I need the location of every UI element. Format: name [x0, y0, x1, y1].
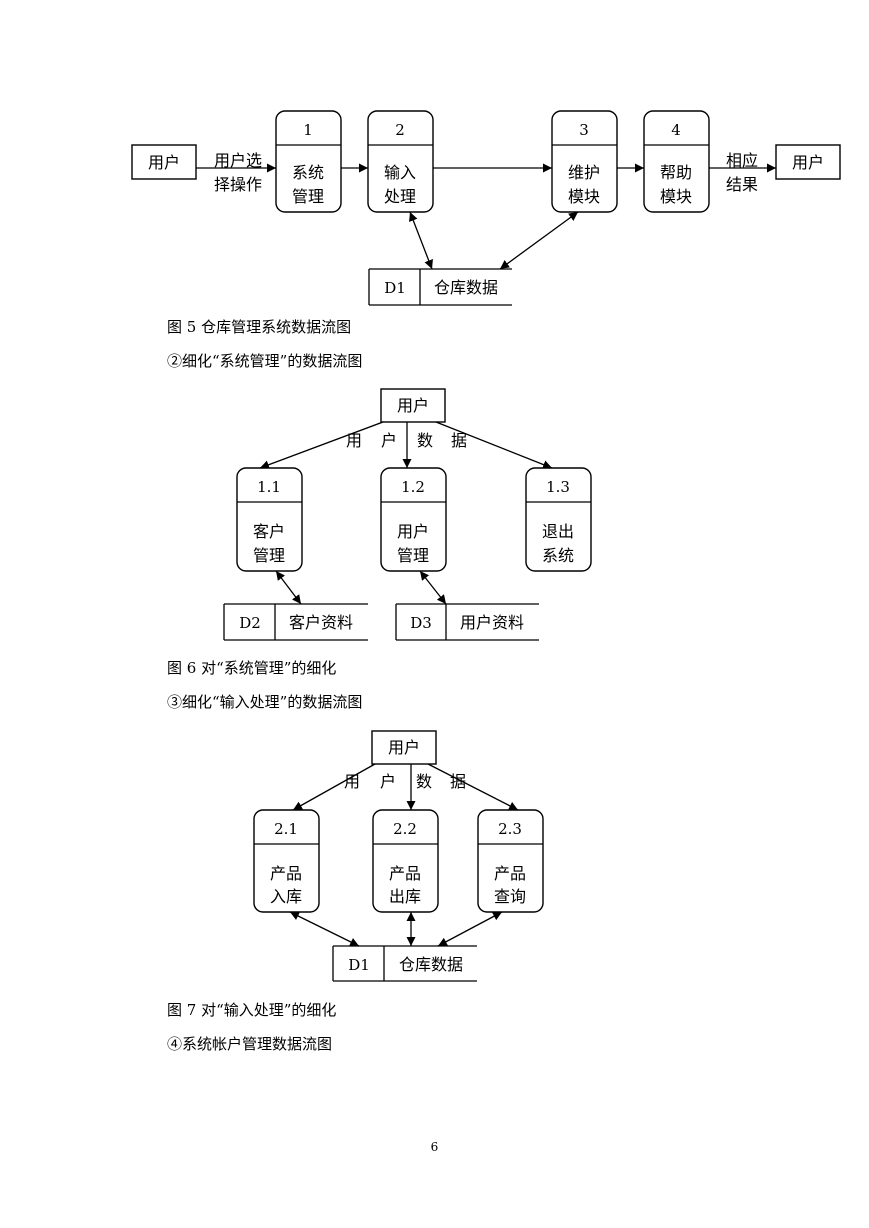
process-3-label-1: 维护 [568, 163, 600, 182]
flow-user-to-p23 [427, 763, 519, 811]
process-3-label-2: 模块 [568, 187, 600, 206]
flow-label-result-1: 相应 [726, 151, 758, 170]
datastore-d3: D3 用户资料 [395, 603, 539, 641]
process-3 [551, 110, 618, 213]
datastore-d2-name: 客户资料 [289, 613, 353, 632]
flow-p2-datastore [409, 211, 433, 270]
page-number: 6 [430, 1140, 439, 1154]
section-heading-2: ②细化“系统管理”的数据流图 [167, 352, 363, 370]
process-4 [643, 110, 710, 213]
entity-user-right-label: 用户 [792, 153, 824, 172]
figure-5: 用户 用户选 择操作 1 系统 管理 2 输入 处理 3 维护 模块 4 帮助 … [131, 110, 841, 306]
flow-label-char-2: 户 [381, 431, 397, 450]
process-2-2 [372, 809, 439, 913]
flow-p11-datastore [275, 570, 302, 605]
flow-label-user-data: 用 户 数 据 [346, 431, 467, 450]
process-2-1 [253, 809, 320, 913]
process-2-3-label-1: 产品 [494, 864, 526, 883]
flow-label-select-op-1: 用户选 [214, 151, 262, 170]
entity-user-label: 用户 [397, 396, 429, 415]
process-2-2-number: 2.2 [393, 820, 417, 838]
flow-user-to-p13 [435, 421, 553, 469]
flow-p12-datastore [419, 570, 447, 605]
process-2-number: 2 [395, 121, 405, 139]
flow-p23-datastore [437, 911, 503, 947]
process-2-3 [477, 809, 544, 913]
process-1-3-label-1: 退出 [542, 522, 574, 541]
figure-7: 用户 用 户 数 据 2.1 产品 入库 2.2 产品 出库 2.3 产品 查询 [253, 730, 544, 982]
process-2-2-label-2: 出库 [389, 887, 421, 906]
flow-label-result-2: 结果 [726, 175, 758, 194]
datastore-d3-id: D3 [410, 614, 432, 632]
entity-user [380, 388, 446, 423]
entity-user [371, 730, 437, 765]
process-4-label-1: 帮助 [660, 163, 692, 182]
flow-label-char-2: 户 [380, 772, 396, 791]
process-2-3-number: 2.3 [498, 820, 522, 838]
datastore-d2-id: D2 [239, 614, 261, 632]
process-2-1-label-1: 产品 [270, 864, 302, 883]
datastore-d1-name: 仓库数据 [399, 955, 463, 974]
process-1-label-2: 管理 [292, 187, 324, 206]
entity-user-left [131, 144, 197, 180]
section-heading-4: ④系统帐户管理数据流图 [167, 1035, 333, 1053]
entity-user-right [775, 144, 841, 180]
process-1-1-label-2: 管理 [253, 546, 285, 565]
process-1-1-label-1: 客户 [253, 522, 285, 541]
figure-6: 用户 用 户 数 据 1.1 客户 管理 1.2 用户 管理 1.3 退出 系统 [223, 388, 592, 641]
process-2 [367, 110, 434, 213]
datastore-d1: D1 仓库数据 [368, 268, 512, 306]
process-4-number: 4 [671, 121, 681, 139]
flow-label-char-1: 用 [344, 772, 360, 791]
process-1-label-1: 系统 [292, 163, 324, 182]
flow-user-to-p11 [259, 421, 384, 470]
process-1 [275, 110, 342, 213]
flow-label-char-3: 数 [416, 772, 432, 791]
figure-5-caption: 图 5 仓库管理系统数据流图 [167, 318, 352, 336]
process-1-3-number: 1.3 [546, 478, 570, 496]
flow-label-char-4: 据 [450, 772, 466, 791]
flow-label-char-3: 数 [417, 431, 433, 450]
datastore-d1-id: D1 [384, 279, 406, 297]
flow-label-char-4: 据 [451, 431, 467, 450]
datastore-d3-name: 用户资料 [460, 613, 524, 632]
figure-7-caption: 图 7 对“输入处理”的细化 [167, 1001, 337, 1019]
process-1-2-label-1: 用户 [397, 522, 429, 541]
process-1-number: 1 [303, 121, 313, 139]
process-2-label-2: 处理 [384, 187, 416, 206]
section-heading-3: ③细化“输入处理”的数据流图 [167, 693, 363, 711]
datastore-d1-id: D1 [348, 956, 370, 974]
process-1-2-label-2: 管理 [397, 546, 429, 565]
entity-user-label: 用户 [388, 738, 420, 757]
process-1-2 [380, 467, 447, 572]
process-2-label-1: 输入 [384, 163, 416, 182]
flow-p3-datastore [499, 211, 579, 270]
flow-p21-datastore [289, 911, 360, 947]
process-2-3-label-2: 查询 [494, 887, 526, 906]
process-1-1 [236, 467, 303, 572]
process-2-1-label-2: 入库 [270, 887, 302, 906]
process-2-1-number: 2.1 [274, 820, 298, 838]
flow-label-select-op-2: 择操作 [214, 175, 262, 194]
flow-label-char-1: 用 [346, 431, 362, 450]
flow-label-user-data: 用 户 数 据 [344, 772, 466, 791]
figure-6-caption: 图 6 对“系统管理”的细化 [167, 659, 337, 677]
process-1-3-label-2: 系统 [542, 546, 574, 565]
process-1-1-number: 1.1 [257, 478, 281, 496]
process-2-2-label-1: 产品 [389, 864, 421, 883]
datastore-d2: D2 客户资料 [223, 603, 368, 641]
flow-user-to-p21 [292, 763, 376, 811]
process-1-3 [525, 467, 592, 572]
datastore-d1: D1 仓库数据 [332, 945, 477, 982]
process-1-2-number: 1.2 [401, 478, 425, 496]
process-4-label-2: 模块 [660, 187, 692, 206]
entity-user-left-label: 用户 [148, 153, 180, 172]
process-3-number: 3 [579, 121, 589, 139]
datastore-d1-name: 仓库数据 [434, 278, 498, 297]
